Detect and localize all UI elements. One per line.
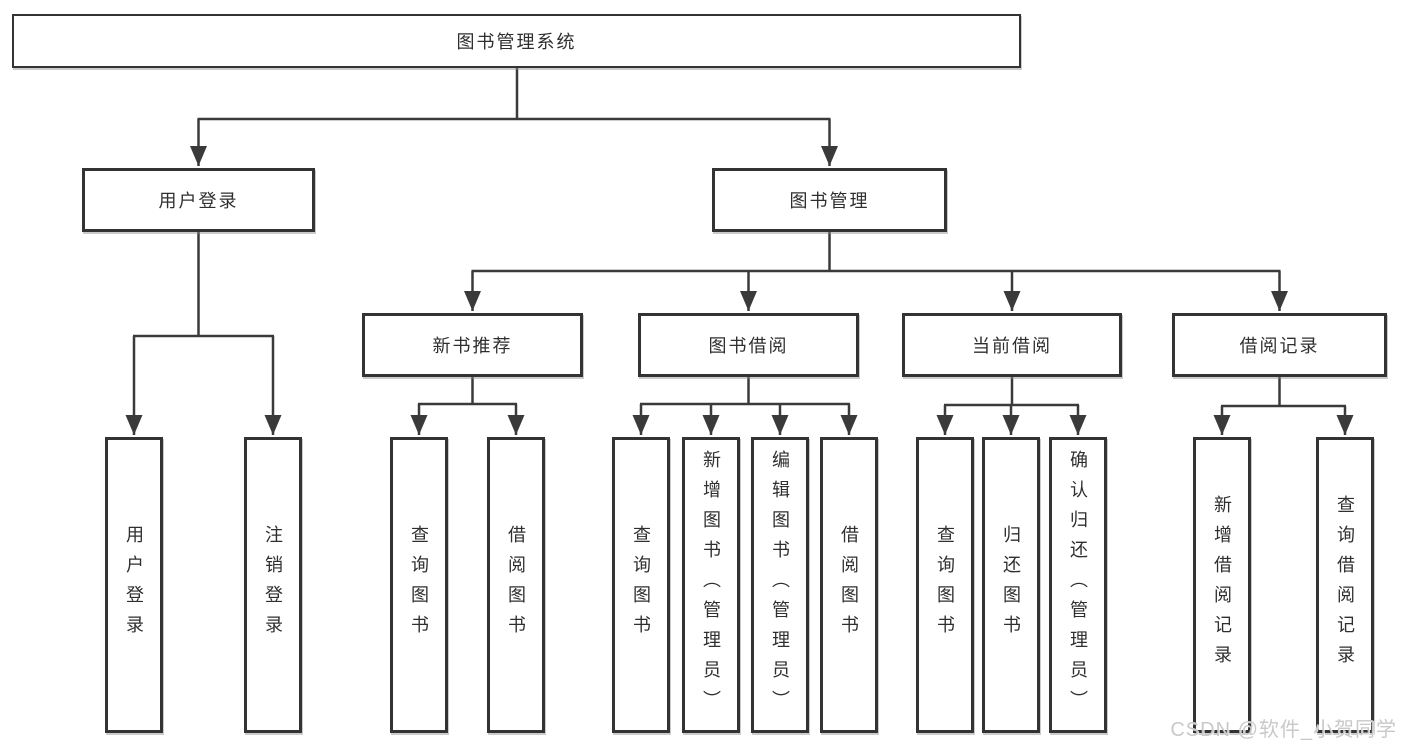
leaf-borrow-books-recommend: 借阅图书	[487, 437, 545, 733]
leaf-label: 新增借阅记录	[1212, 495, 1232, 675]
leaf-label: 编辑图书（管理员）	[770, 450, 790, 720]
leaf-user-login: 用户登录	[105, 437, 163, 733]
connector-bookborrow-to-leaves	[632, 377, 858, 435]
leaf-query-books-current: 查询图书	[916, 437, 974, 733]
leaf-query-books-recommend: 查询图书	[390, 437, 448, 733]
leaf-return-books: 归还图书	[982, 437, 1040, 733]
leaf-label: 归还图书	[1001, 525, 1021, 645]
leaf-label: 查询借阅记录	[1335, 495, 1355, 675]
node-root-system: 图书管理系统	[12, 14, 1021, 68]
node-borrowing-records: 借阅记录	[1172, 313, 1387, 377]
leaf-query-books-borrow: 查询图书	[612, 437, 670, 733]
node-new-book-recommendation: 新书推荐	[362, 313, 583, 377]
connector-bookmgmt-to-level3	[464, 232, 1288, 311]
leaf-query-borrow-record: 查询借阅记录	[1316, 437, 1374, 733]
leaf-label: 确认归还（管理员）	[1068, 450, 1088, 720]
node-user-login: 用户登录	[82, 168, 315, 232]
leaf-logout: 注销登录	[244, 437, 302, 733]
leaf-add-books-admin: 新增图书（管理员）	[682, 437, 740, 733]
leaf-label: 查询图书	[631, 525, 651, 645]
leaf-confirm-return-admin: 确认归还（管理员）	[1049, 437, 1107, 733]
leaf-label: 用户登录	[124, 525, 144, 645]
node-book-management: 图书管理	[712, 168, 947, 232]
leaf-label: 注销登录	[263, 525, 283, 645]
leaf-label: 查询图书	[935, 525, 955, 645]
connector-currentborrow-to-leaves	[936, 377, 1087, 435]
leaf-edit-books-admin: 编辑图书（管理员）	[751, 437, 809, 733]
node-current-borrowing: 当前借阅	[902, 313, 1122, 377]
connector-newbooks-to-leaves	[410, 377, 525, 435]
connector-borrowrecords-to-leaves	[1213, 377, 1354, 435]
leaf-label: 新增图书（管理员）	[701, 450, 721, 720]
connector-root-to-level2	[190, 68, 838, 166]
leaf-label: 借阅图书	[839, 525, 859, 645]
leaf-borrow-books: 借阅图书	[820, 437, 878, 733]
leaf-label: 查询图书	[409, 525, 429, 645]
connector-userlogin-to-leaves	[125, 232, 282, 435]
node-book-borrowing: 图书借阅	[638, 313, 859, 377]
csdn-watermark: CSDN @软件_小贺同学	[1170, 719, 1397, 741]
leaf-label: 借阅图书	[506, 525, 526, 645]
leaf-add-borrow-record: 新增借阅记录	[1193, 437, 1251, 733]
